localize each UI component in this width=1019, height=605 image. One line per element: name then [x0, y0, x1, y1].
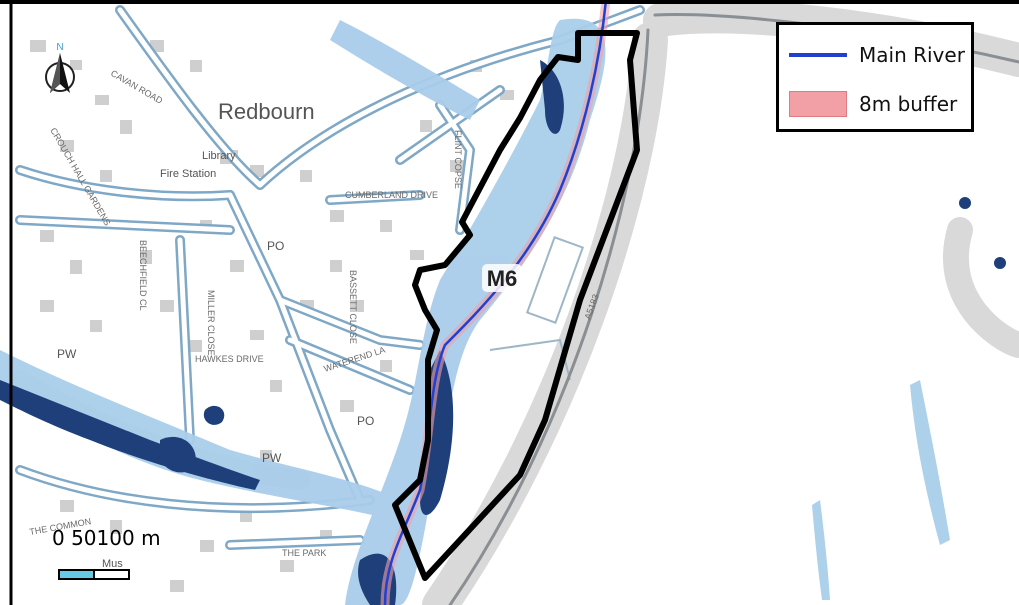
place-labels: Redbourn Library Fire Station PO PO PW P… — [57, 99, 374, 570]
north-arrow-shade — [50, 53, 60, 93]
scale-text: 0 50100 m — [52, 526, 161, 550]
site-features — [489, 236, 585, 381]
street-label-the-park: THE PARK — [282, 548, 326, 558]
legend-label-buffer: 8m buffer — [859, 92, 958, 116]
streets — [15, 5, 1019, 605]
place-label-po-2: PO — [357, 414, 374, 428]
scale-bar-segment-1 — [60, 571, 93, 578]
street-label-miller: MILLER CLOSE — [206, 290, 216, 356]
place-label-library: Library — [202, 150, 236, 162]
street-label-bassett: BASSETT CLOSE — [348, 270, 358, 344]
street-label-cumberland: CUMBERLAND DRIVE — [345, 190, 438, 200]
buffer-swatch — [789, 91, 847, 117]
place-label-redbourn: Redbourn — [218, 99, 315, 124]
north-arrow-letter: N — [56, 42, 63, 53]
place-label-fire-station: Fire Station — [160, 168, 216, 180]
main-river-line — [383, 0, 608, 605]
legend-item-buffer: 8m buffer — [789, 91, 957, 117]
place-label-pw-2: PW — [262, 451, 282, 465]
street-label-hawkes: HAWKES DRIVE — [195, 354, 264, 364]
site-m6-boundary[interactable] — [392, 30, 640, 581]
scale-bar — [58, 569, 130, 580]
legend-item-main-river: Main River — [789, 43, 965, 67]
street-label-flint: FLINT COPSE — [453, 130, 463, 189]
buildings — [30, 40, 514, 592]
street-label-beechfield: BEECHFIELD CL — [138, 240, 148, 311]
scale-bar-group: 0 50100 m — [52, 526, 161, 580]
map-legend: Main River 8m buffer — [776, 22, 974, 132]
north-arrow: N — [45, 42, 75, 93]
place-label-mus: Mus — [102, 558, 123, 570]
legend-label-main-river: Main River — [859, 43, 965, 67]
place-label-po: PO — [267, 239, 284, 253]
site-label: M6 — [487, 266, 518, 291]
place-label-pw: PW — [57, 347, 77, 361]
main-river-swatch — [789, 53, 847, 57]
site-label-background — [482, 264, 522, 292]
scale-bar-segment-2 — [93, 571, 128, 578]
